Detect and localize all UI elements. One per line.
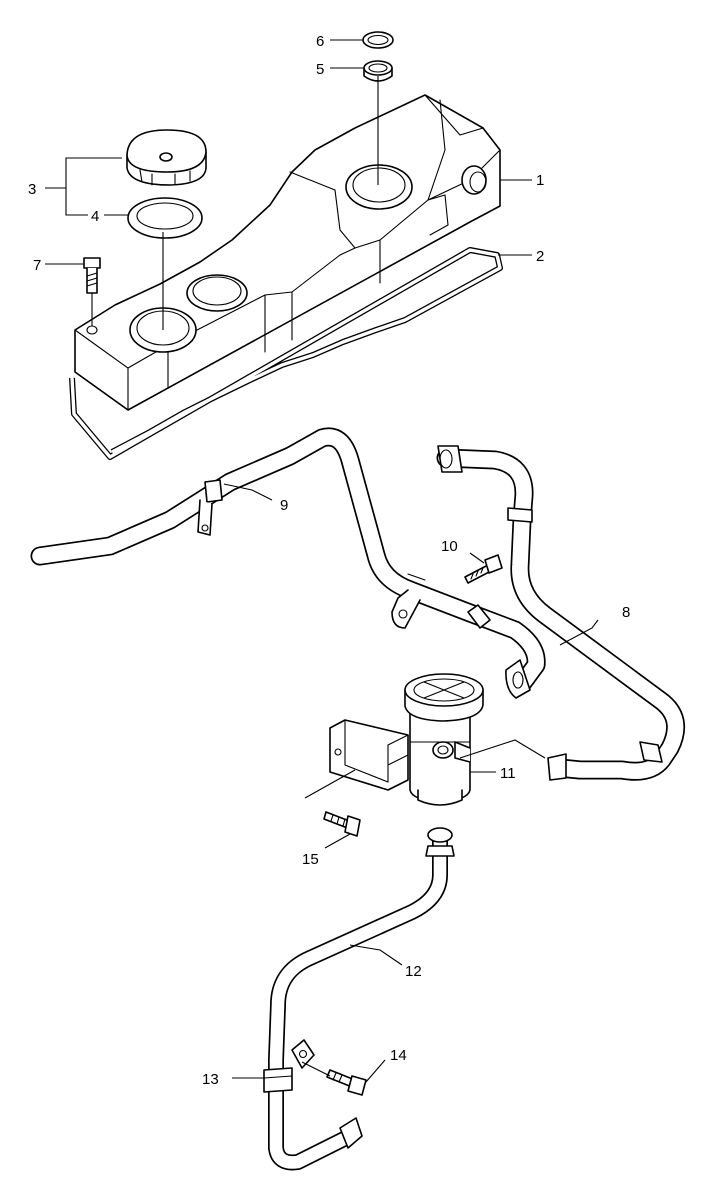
callout-2: 2 <box>536 248 544 265</box>
callout-labels: 1 2 3 4 5 6 7 8 9 10 11 12 13 14 15 <box>28 33 630 1088</box>
part-15-separator-bolt <box>323 811 361 837</box>
part-14-clip-bolt <box>326 1069 367 1096</box>
part-13-clip-sleeve <box>263 1067 293 1093</box>
part-9-guide-tube <box>30 427 546 699</box>
callout-15: 15 <box>302 851 319 868</box>
part-1-rocker-cover <box>74 94 501 411</box>
callout-6: 6 <box>316 33 324 50</box>
callout-13: 13 <box>202 1071 219 1088</box>
part-2-cover-gasket <box>69 247 503 460</box>
part-3-filler-cap <box>126 129 207 186</box>
leader-lines <box>45 39 599 1083</box>
callout-3: 3 <box>28 181 36 198</box>
callout-10: 10 <box>441 538 458 555</box>
part-4-cap-seal <box>127 197 203 239</box>
callout-5: 5 <box>316 61 324 78</box>
callout-9: 9 <box>280 497 288 514</box>
part-6-o-ring <box>362 31 394 49</box>
callout-11: 11 <box>500 765 516 782</box>
callout-1: 1 <box>536 172 544 189</box>
callout-8: 8 <box>622 604 630 621</box>
part-10-bracket-bolt <box>464 554 503 584</box>
part-7-cover-bolt <box>83 257 101 294</box>
callout-7: 7 <box>33 257 41 274</box>
callout-12: 12 <box>405 963 422 980</box>
part-11-oil-separator <box>329 673 484 806</box>
callout-14: 14 <box>390 1047 407 1064</box>
callout-4: 4 <box>91 208 99 225</box>
part-8-breather-hose <box>436 445 686 781</box>
part-12-drain-hose <box>268 827 455 1171</box>
